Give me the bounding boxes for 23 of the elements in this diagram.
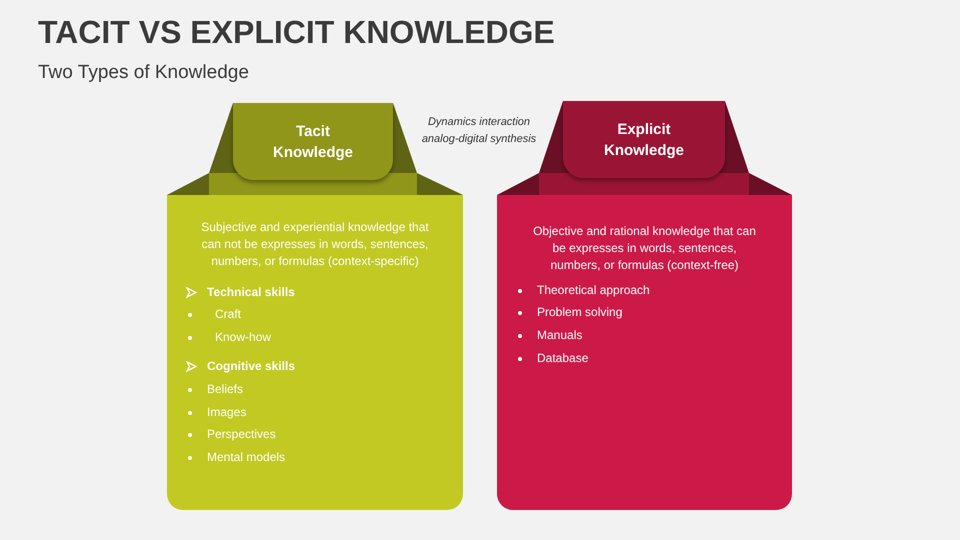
subtitle: Two Types of Knowledge bbox=[38, 62, 250, 84]
list-item: Problem solving bbox=[537, 305, 622, 320]
header-tab bbox=[233, 103, 393, 180]
heading: Tacit Knowledge bbox=[272, 122, 354, 162]
list-heading: Technical skills bbox=[207, 285, 295, 300]
list-item: Craft bbox=[215, 307, 242, 322]
content-card bbox=[167, 195, 463, 510]
list-item: Images bbox=[207, 405, 246, 420]
header-tab bbox=[563, 101, 725, 178]
list-item: Know-how bbox=[215, 330, 272, 345]
list-item: Theoretical approach bbox=[537, 283, 650, 298]
slide-title: TACIT VS EXPLICIT KNOWLEDGE bbox=[38, 14, 555, 51]
content-card bbox=[497, 195, 792, 510]
list-item: Perspectives bbox=[207, 427, 276, 442]
description: Objective and rational knowledge that can be expresses in words, sentences, numbers, or formulas (context-free) bbox=[532, 223, 757, 274]
list-item: Database bbox=[537, 351, 588, 366]
list-item: Mental models bbox=[207, 450, 286, 465]
list-item: Beliefs bbox=[207, 382, 244, 397]
list-item: Manuals bbox=[537, 328, 582, 343]
annotation-text: Dynamics interaction analog-digital synthesis bbox=[420, 115, 538, 147]
list-heading: Cognitive skills bbox=[207, 359, 296, 374]
description: Subjective and experiential knowledge that can not be expresses in words, sentences, numbers, or formulas (context-specific) bbox=[200, 219, 430, 270]
heading: Explicit Knowledge bbox=[602, 120, 685, 160]
